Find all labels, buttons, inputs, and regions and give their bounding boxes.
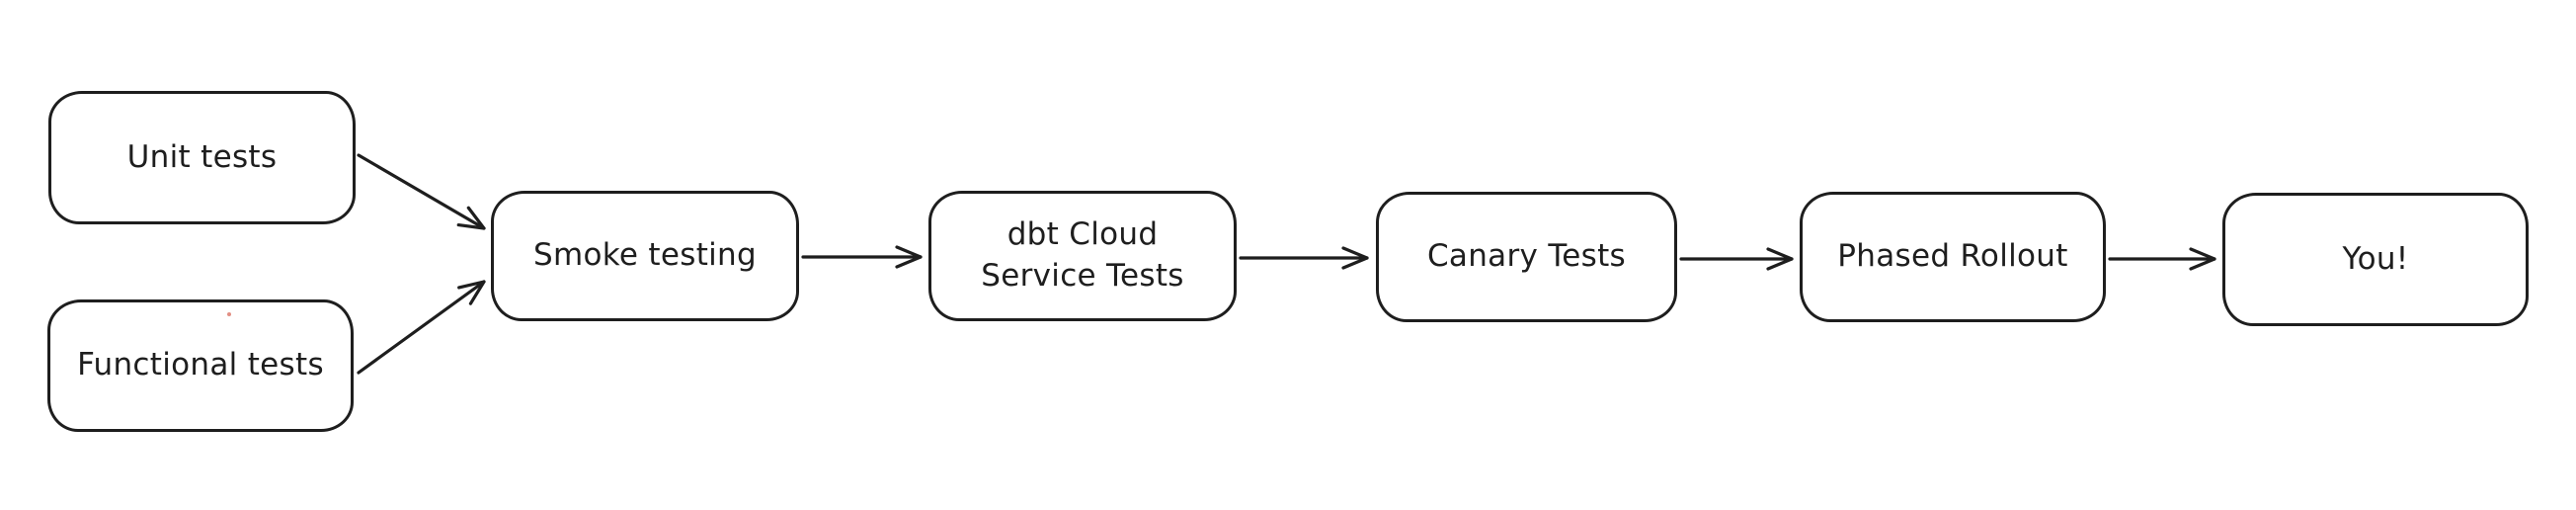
node-smoke-testing-label: Smoke testing — [533, 237, 757, 274]
node-unit-tests: Unit tests — [48, 91, 356, 224]
node-you-label: You! — [2342, 240, 2409, 277]
node-canary-tests: Canary Tests — [1376, 192, 1677, 322]
arrow-unit-tests-to-smoke-testing — [357, 153, 486, 230]
stray-red-dot — [227, 312, 231, 316]
node-dbt-cloud-service-tests: dbt Cloud Service Tests — [928, 191, 1237, 321]
node-functional-tests-label: Functional tests — [77, 347, 324, 383]
node-functional-tests: Functional tests — [47, 299, 354, 432]
node-dbt-cloud-service-tests-label: dbt Cloud Service Tests — [981, 216, 1184, 294]
node-smoke-testing: Smoke testing — [491, 191, 799, 321]
arrow-functional-tests-to-smoke-testing — [357, 280, 486, 375]
node-you: You! — [2222, 193, 2529, 326]
node-phased-rollout: Phased Rollout — [1800, 192, 2106, 322]
node-canary-tests-label: Canary Tests — [1426, 238, 1627, 275]
node-phased-rollout-label: Phased Rollout — [1837, 238, 2068, 275]
node-unit-tests-label: Unit tests — [126, 138, 278, 175]
